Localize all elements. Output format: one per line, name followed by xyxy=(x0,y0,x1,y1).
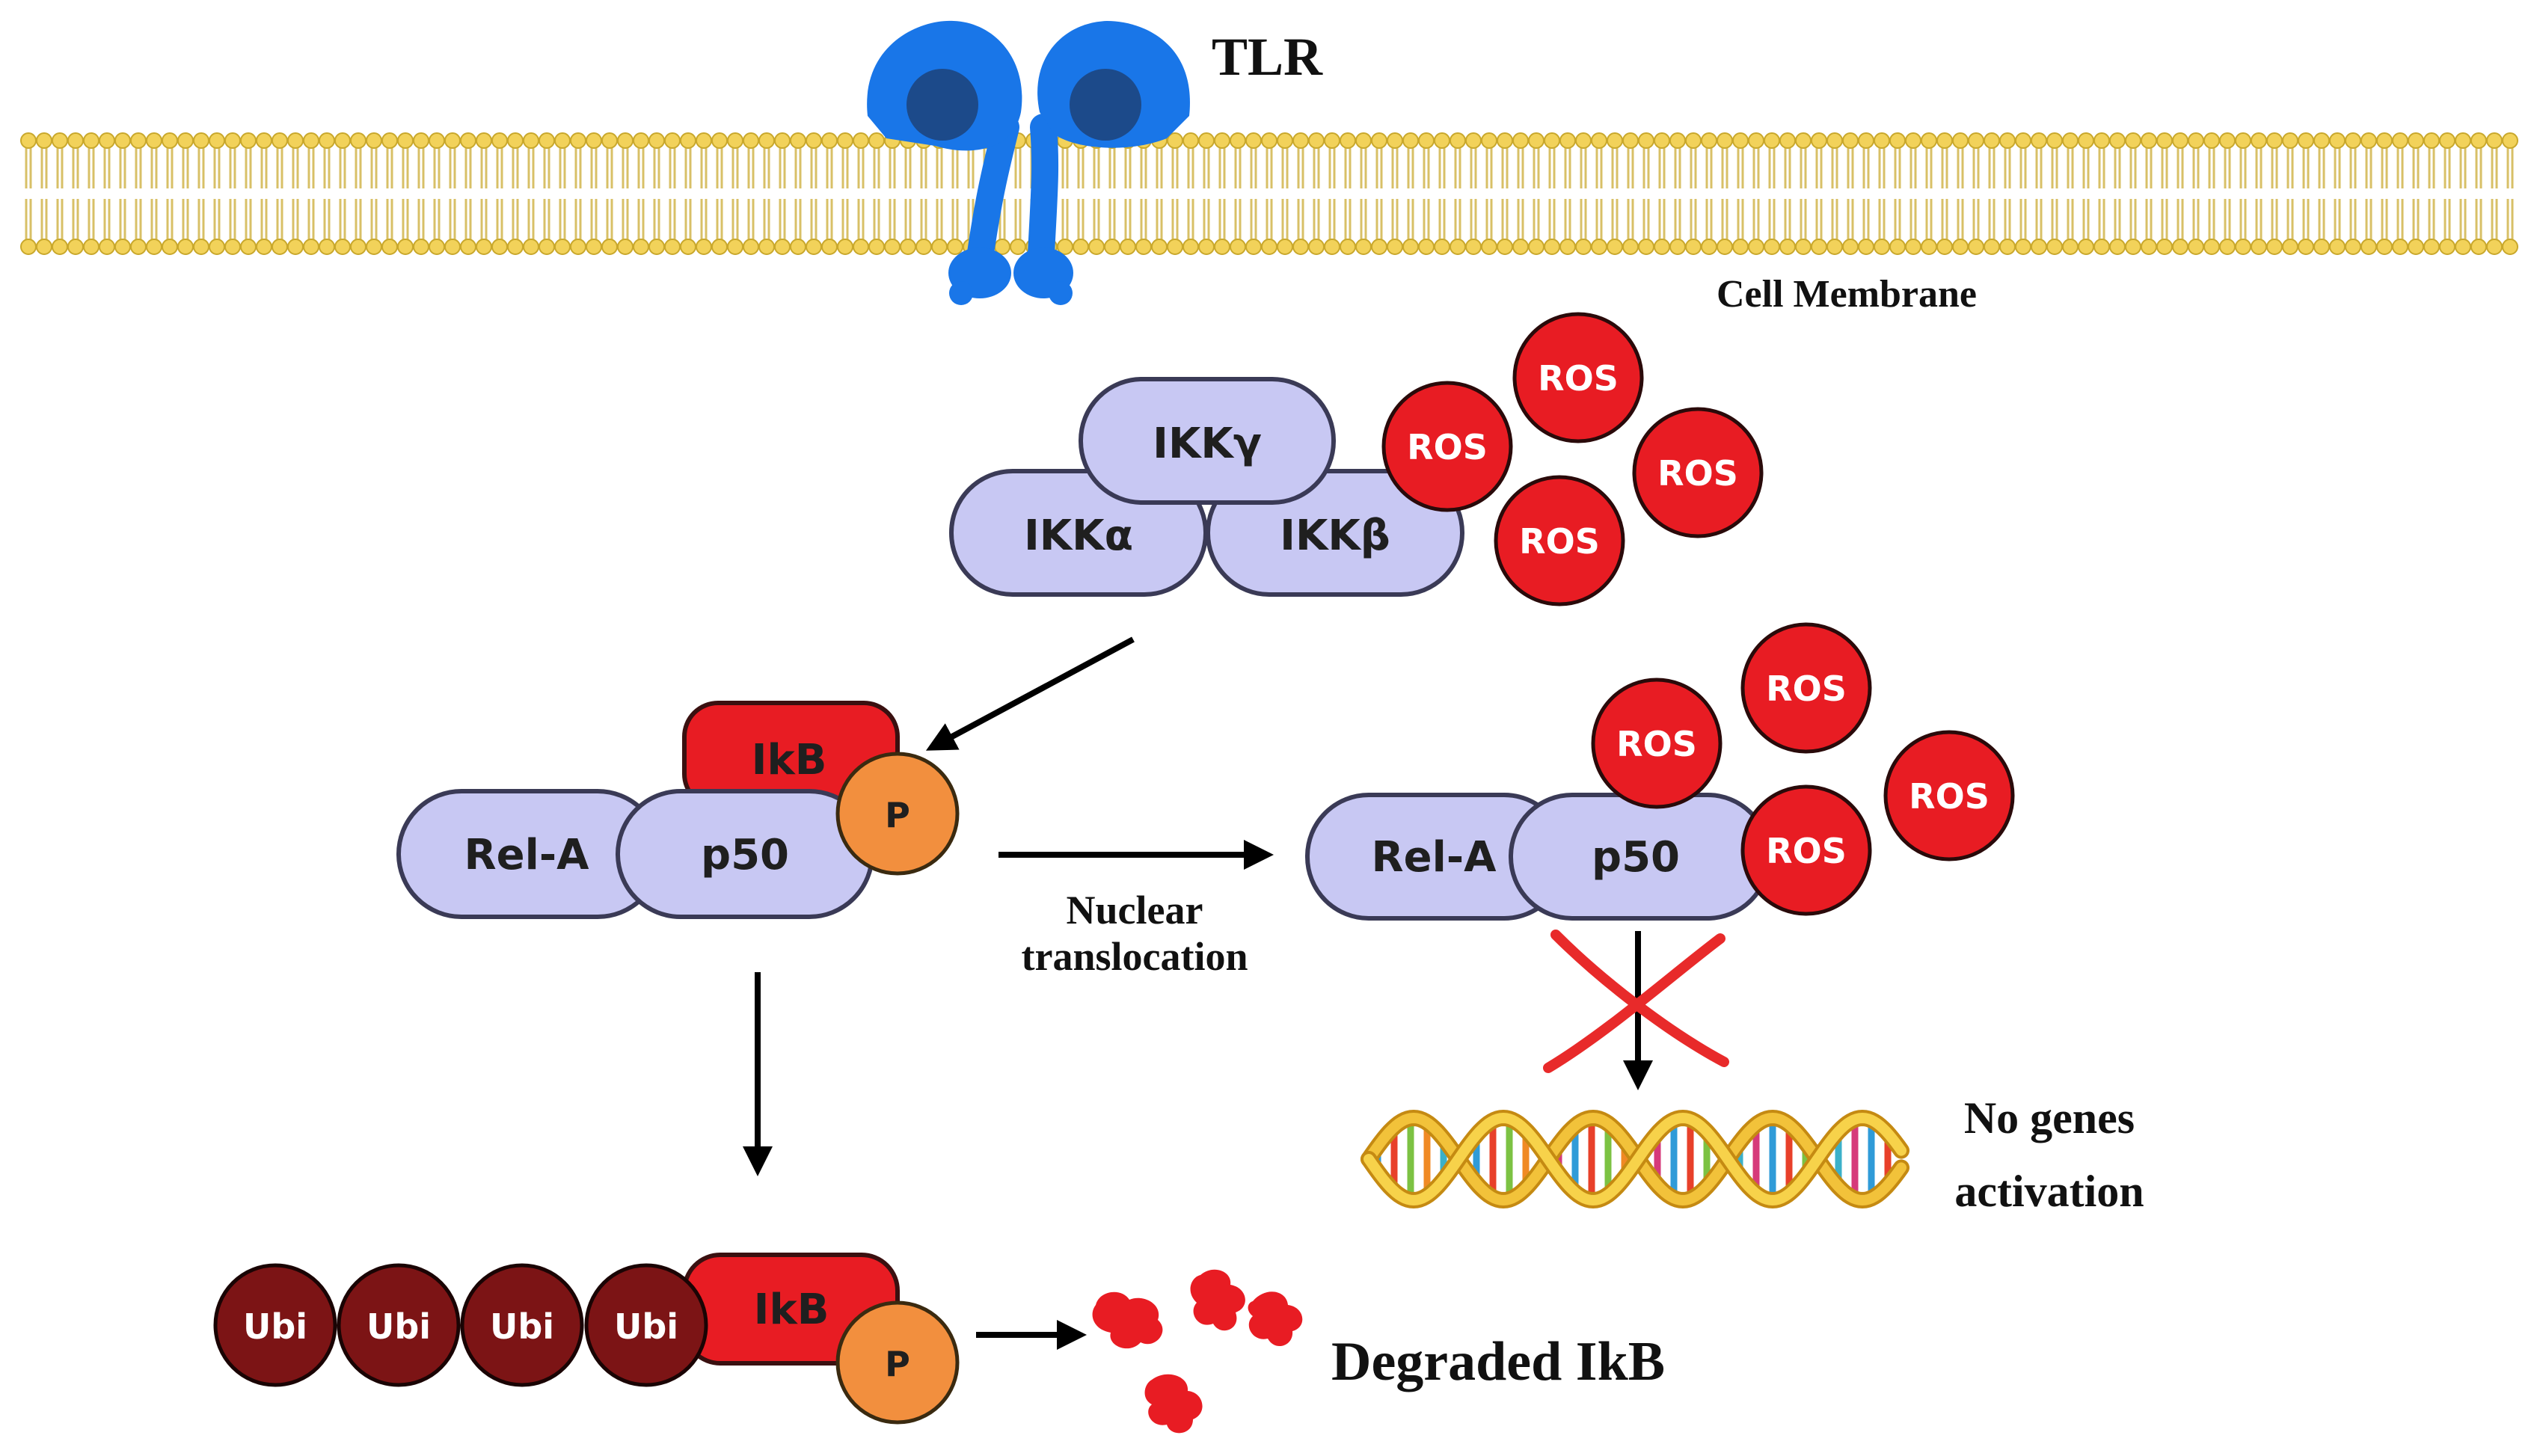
ubi-molecule: Ubi xyxy=(460,1263,584,1387)
ubi-label: Ubi xyxy=(490,1306,554,1347)
ros-molecule: ROS xyxy=(1740,622,1872,754)
p50-label: p50 xyxy=(701,831,789,879)
phospho-label: P xyxy=(885,795,910,835)
phospho-label-bottom: P xyxy=(885,1344,910,1384)
nuclear-label-line1: Nuclear xyxy=(1067,888,1203,933)
ubi-chain: Ubi Ubi Ubi Ubi xyxy=(213,1263,708,1387)
nuclear-label-line2: translocation xyxy=(1022,934,1248,979)
cell-membrane xyxy=(20,132,2518,255)
ros-label: ROS xyxy=(1519,521,1600,562)
rel-a-label-right: Rel-A xyxy=(1372,833,1497,882)
phospho-circle xyxy=(835,752,960,876)
ros-molecule: ROS xyxy=(1381,381,1513,512)
ros-label: ROS xyxy=(1909,776,1990,817)
ros-label: ROS xyxy=(1766,831,1847,871)
degraded-fragments-icon xyxy=(1092,1269,1303,1434)
nfkb-nuclear-complex: Rel-A p50 xyxy=(1305,793,1771,921)
ikk-complex: IKKα IKKβ IKKγ xyxy=(949,377,1464,597)
ubi-molecule: Ubi xyxy=(337,1263,461,1387)
ros-molecule: ROS xyxy=(1632,407,1764,538)
nfkb-ikb-complex: IkB Rel-A p50 P xyxy=(396,701,960,919)
ikk-gamma-pill xyxy=(1079,377,1336,505)
ubi-molecule: Ubi xyxy=(584,1263,708,1387)
ros-label: ROS xyxy=(1766,669,1847,709)
ubi-label: Ubi xyxy=(366,1306,431,1347)
no-genes-label-line1: No genes xyxy=(1964,1093,2135,1143)
ros-label: ROS xyxy=(1538,358,1619,399)
p50-label-right: p50 xyxy=(1592,833,1680,882)
ros-molecule: ROS xyxy=(1494,475,1625,606)
ikk-beta-label: IKKβ xyxy=(1280,512,1390,560)
ubi-label: Ubi xyxy=(614,1306,678,1347)
ros-cluster-right: ROS ROS ROS ROS xyxy=(1591,622,2015,916)
ubi-label: Ubi xyxy=(243,1306,307,1347)
ros-label: ROS xyxy=(1657,453,1738,494)
dna-helix-icon xyxy=(1361,1109,1909,1209)
ros-molecule: ROS xyxy=(1591,678,1723,809)
ros-label: ROS xyxy=(1616,724,1697,764)
cell-membrane-label: Cell Membrane xyxy=(1717,273,1977,316)
ikk-alpha-label: IKKα xyxy=(1024,512,1133,560)
rel-a-label: Rel-A xyxy=(464,831,590,879)
ros-cluster-top: ROS ROS ROS ROS xyxy=(1381,312,1764,606)
ros-molecule: ROS xyxy=(1883,730,2015,861)
arrow-ikk-to-ikb xyxy=(925,636,1135,751)
tlr-label: TLR xyxy=(1212,27,1323,87)
phospho-circle-bottom xyxy=(835,1300,960,1425)
no-genes-label-line2: activation xyxy=(1954,1167,2144,1216)
ros-label: ROS xyxy=(1407,427,1488,467)
degraded-ikb-label: Degraded IkB xyxy=(1331,1331,1665,1392)
ikb-label-bottom: IkB xyxy=(754,1285,829,1334)
ikk-gamma-label: IKKγ xyxy=(1153,420,1262,468)
ikb-label: IkB xyxy=(752,736,827,784)
ros-molecule: ROS xyxy=(1740,784,1872,916)
ubiquitinated-ikb: IkB Ubi Ubi Ubi Ubi P xyxy=(213,1253,960,1425)
ros-molecule: ROS xyxy=(1512,312,1644,443)
cross-icon xyxy=(1543,930,1729,1073)
tlr-receptor-icon xyxy=(867,20,1190,305)
ubi-molecule: Ubi xyxy=(213,1263,337,1387)
